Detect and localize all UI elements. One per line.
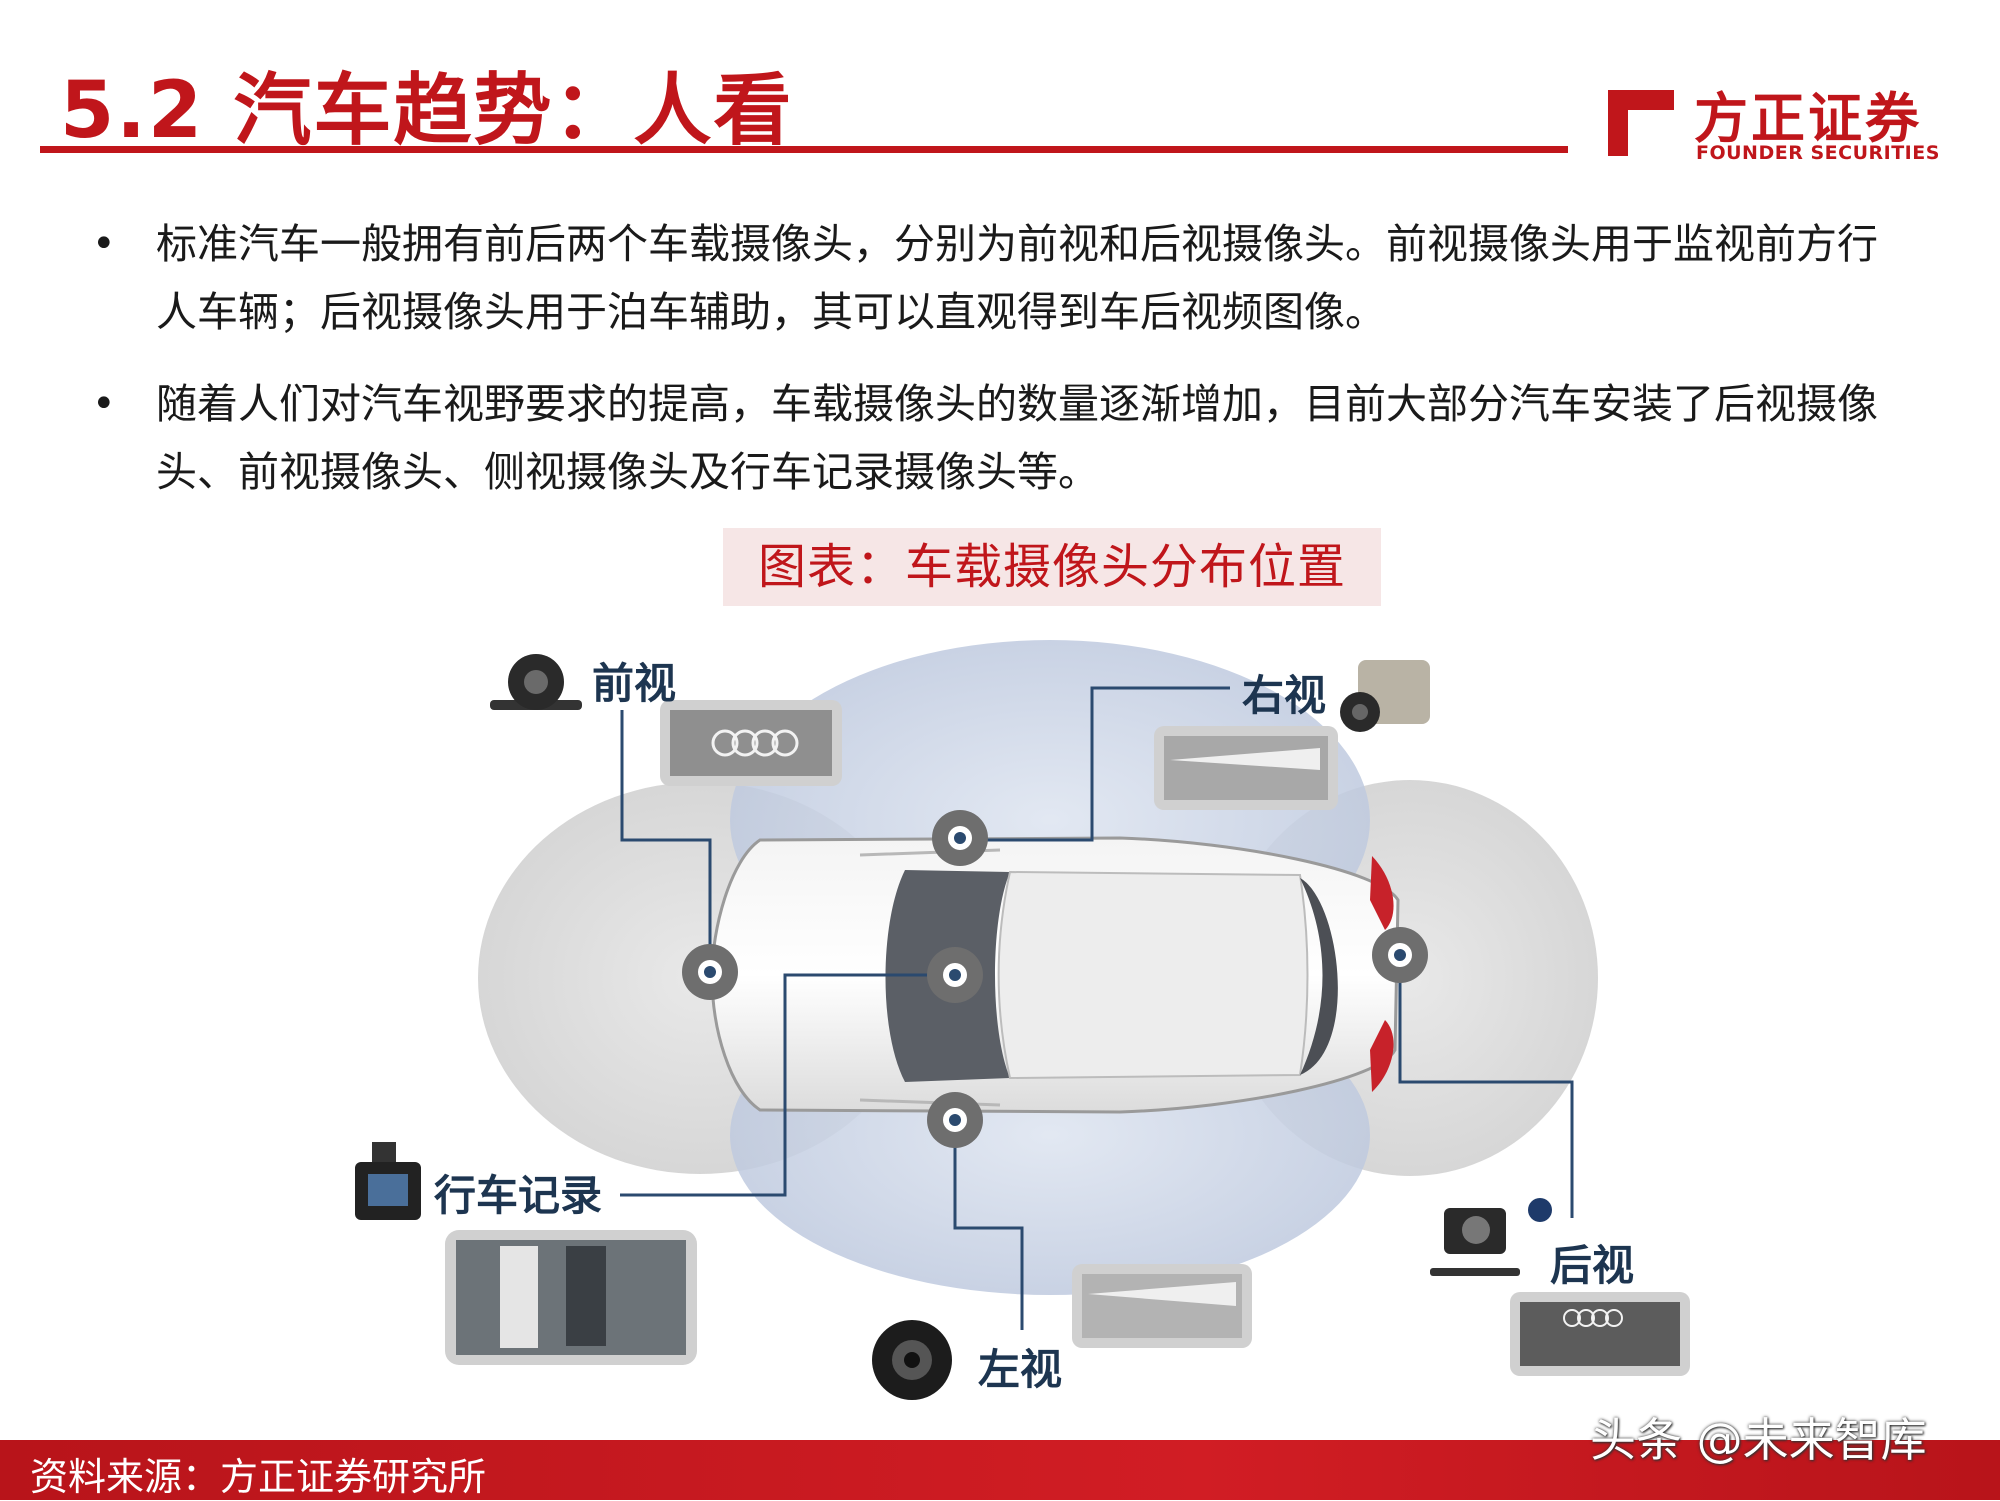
- rear-camera-label: 后视: [1550, 1241, 1635, 1290]
- right-leader-line: [960, 686, 1230, 842]
- camera-point-front: [682, 944, 738, 1000]
- rear-camera-icon: [1430, 1198, 1552, 1276]
- founder-logo: 方正证券 FOUNDER SECURITIES: [1598, 80, 1940, 166]
- leader-lines: [620, 686, 1574, 1330]
- front-camera-label: 前视: [592, 659, 677, 708]
- front-grille-photo: [660, 700, 842, 786]
- bullet-list: • 标准汽车一般拥有前后两个车载摄像头，分别为前视和后视摄像头。前视摄像头用于监…: [92, 210, 1912, 530]
- dashcam-view-photo: [445, 1230, 697, 1365]
- right-camera-label: 右视: [1242, 671, 1327, 720]
- left-leader-line: [953, 1120, 1024, 1330]
- source-note: 资料来源：方正证券研究所: [30, 1455, 487, 1499]
- bullet-marker: •: [92, 221, 116, 267]
- dashcam-label: 行车记录: [434, 1171, 603, 1220]
- front-leader-line: [620, 710, 712, 972]
- camera-point-dashcam: [927, 947, 983, 1003]
- footer-bar: [0, 1440, 2000, 1500]
- logo-chinese-name: 方正证券: [1694, 87, 1922, 150]
- right-mirror-photo: [1154, 726, 1338, 810]
- watermark: 头条 @未来智库: [1590, 1413, 1927, 1467]
- founder-logo-mark-icon: [1608, 90, 1674, 156]
- car-top-view: [710, 836, 1400, 1114]
- bullet-item: • 随着人们对汽车视野要求的提高，车载摄像头的数量逐渐增加，目前大部分汽车安装了…: [92, 370, 1912, 506]
- bullet-item: • 标准汽车一般拥有前后两个车载摄像头，分别为前视和后视摄像头。前视摄像头用于监…: [92, 210, 1912, 346]
- camera-point-rear: [1372, 927, 1428, 983]
- dashcam-leader-line: [620, 973, 955, 1197]
- rear-leader-line: [1398, 955, 1574, 1218]
- figure-caption: 图表：车载摄像头分布位置: [723, 528, 1381, 606]
- right-camera-icon: [1340, 660, 1430, 732]
- page-title: 5.2 汽车趋势：人看: [60, 66, 794, 156]
- bullet-text: 随着人们对汽车视野要求的提高，车载摄像头的数量逐渐增加，目前大部分汽车安装了后视…: [156, 380, 1878, 496]
- camera-point-right: [932, 810, 988, 866]
- left-camera-label: 左视: [978, 1345, 1063, 1394]
- left-camera-icon: [872, 1320, 952, 1400]
- front-camera-icon: [490, 654, 582, 710]
- dashcam-device-icon: [355, 1142, 421, 1220]
- left-mirror-photo: [1072, 1264, 1252, 1348]
- camera-point-left: [927, 1092, 983, 1148]
- title-divider: [40, 146, 1568, 153]
- bullet-text: 标准汽车一般拥有前后两个车载摄像头，分别为前视和后视摄像头。前视摄像头用于监视前…: [156, 220, 1878, 336]
- bullet-marker: •: [92, 381, 116, 427]
- rear-trunk-photo: [1510, 1292, 1690, 1376]
- logo-english-name: FOUNDER SECURITIES: [1696, 142, 1940, 164]
